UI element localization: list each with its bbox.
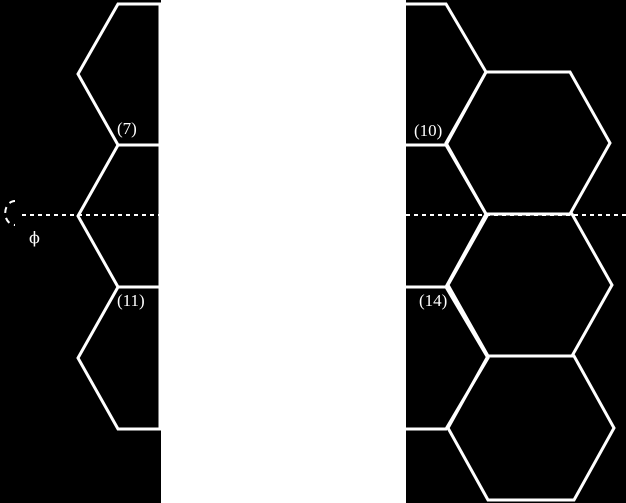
phi-symbol: ϕ bbox=[29, 228, 40, 247]
hexagon-right-outer-3 bbox=[446, 354, 616, 502]
label-11: (11) bbox=[117, 291, 145, 310]
label-7: (7) bbox=[117, 119, 137, 138]
label-14: (14) bbox=[419, 291, 447, 310]
hexagon-right-outer-1 bbox=[444, 70, 612, 216]
hexagon-left-bottom bbox=[76, 285, 162, 431]
rotation-arc-icon bbox=[4, 200, 16, 226]
center-white-panel bbox=[161, 0, 406, 503]
label-10: (10) bbox=[414, 121, 442, 140]
